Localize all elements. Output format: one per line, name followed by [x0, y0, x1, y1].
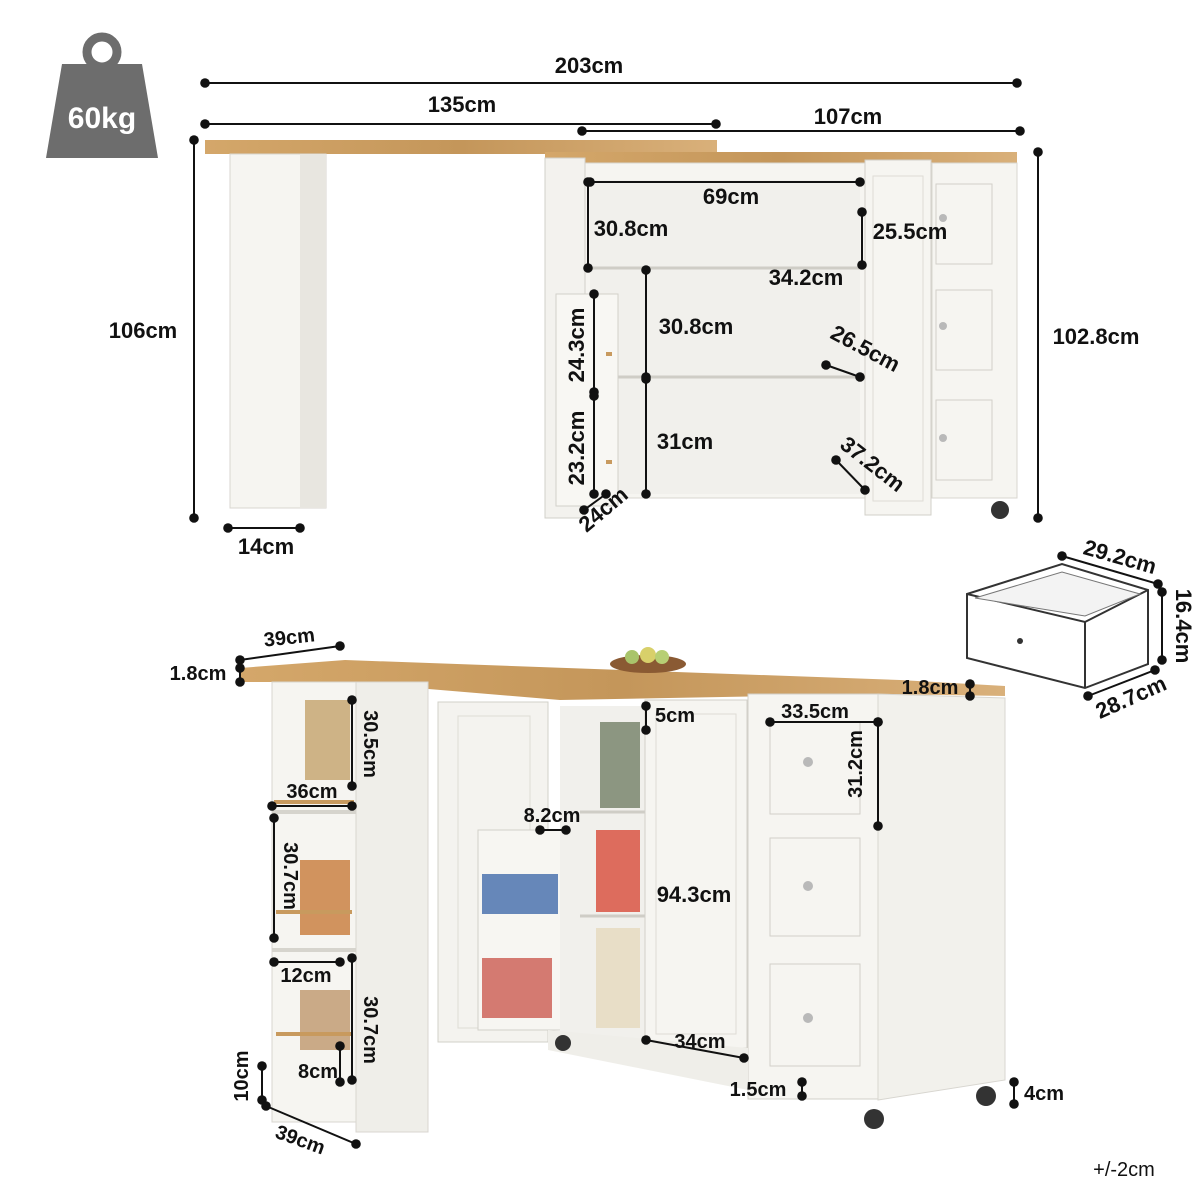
dim-cabinet-inner-width: 69cm	[703, 184, 759, 209]
dim-shelf-depth-top: 34.2cm	[769, 265, 844, 290]
right-door	[864, 159, 932, 516]
dim-total-width: 203cm	[555, 53, 624, 78]
dim-shelf2-height: 30.8cm	[659, 314, 734, 339]
dim-door-shelf-offset: 5cm	[655, 705, 695, 727]
dim-side-shelf-width: 36cm	[286, 781, 337, 803]
dim-plinth: 1.5cm	[730, 1079, 787, 1101]
dim-top-right: 107cm	[814, 104, 883, 129]
tabletop-right	[545, 152, 1017, 163]
drawer-dim-height: 16.4cm	[1171, 589, 1196, 664]
dim-door-rack-upper: 24.3cm	[564, 308, 589, 383]
dim-cabinet-height: 94.3cm	[657, 882, 732, 907]
dim-door-shelf-top: 25.5cm	[873, 219, 948, 244]
dim-side-shelf-mid: 30.7cm	[279, 842, 301, 910]
dim-door-rack-lower: 23.2cm	[564, 411, 589, 486]
drawer-detail: 29.2cm 16.4cm 28.7cm	[966, 534, 1196, 724]
tabletop-left	[205, 140, 717, 154]
dim-cabinet-depth: 34cm	[674, 1031, 725, 1053]
dim-top-left: 135cm	[428, 92, 497, 117]
dim-shelf1-height: 30.8cm	[594, 216, 669, 241]
caster-back-right	[976, 1086, 996, 1106]
dim-base-depth: 39cm	[272, 1121, 328, 1159]
dim-leg-width: 14cm	[238, 534, 294, 559]
caster-front-right	[864, 1109, 884, 1129]
dim-caster: 4cm	[1024, 1083, 1064, 1105]
dim-side-shelf-low: 30.7cm	[359, 996, 381, 1064]
dim-door-rack-depth: 8.2cm	[524, 805, 581, 827]
weight-label: 60kg	[68, 102, 136, 135]
dim-base-height: 10cm	[231, 1050, 253, 1101]
perspective-tabletop	[240, 660, 1005, 700]
dim-rail-height: 8cm	[298, 1061, 338, 1083]
bottom-perspective-view: 39cm 1.8cm 1.8cm 30.5cm 36cm 30.7cm 30.7…	[170, 624, 1064, 1159]
drawer-column	[931, 162, 1018, 499]
dim-drawer-width: 33.5cm	[781, 701, 849, 723]
perspective-cabinet-door	[644, 699, 748, 1049]
dim-height-right: 102.8cm	[1053, 324, 1140, 349]
cabinet-interior	[590, 180, 860, 494]
dim-drawer-height: 31.2cm	[845, 730, 867, 798]
dim-top-thickness-left: 1.8cm	[170, 663, 227, 685]
dim-top-thickness-right: 1.8cm	[902, 677, 959, 699]
caster-wheel	[991, 501, 1009, 519]
dim-top-depth: 39cm	[263, 624, 316, 651]
dim-shelf3-height: 31cm	[657, 429, 713, 454]
dim-side-shelf-upper: 30.5cm	[359, 710, 381, 778]
weight-icon: 60kg	[46, 32, 158, 158]
dim-rail-gap: 12cm	[280, 965, 331, 987]
dim-height-left: 106cm	[109, 318, 178, 343]
tolerance-note: +/-2cm	[1093, 1159, 1155, 1181]
top-front-view: 203cm 135cm 107cm 106cm 102.8cm 14cm 69c…	[109, 53, 1140, 559]
caster-front-left	[555, 1035, 571, 1051]
